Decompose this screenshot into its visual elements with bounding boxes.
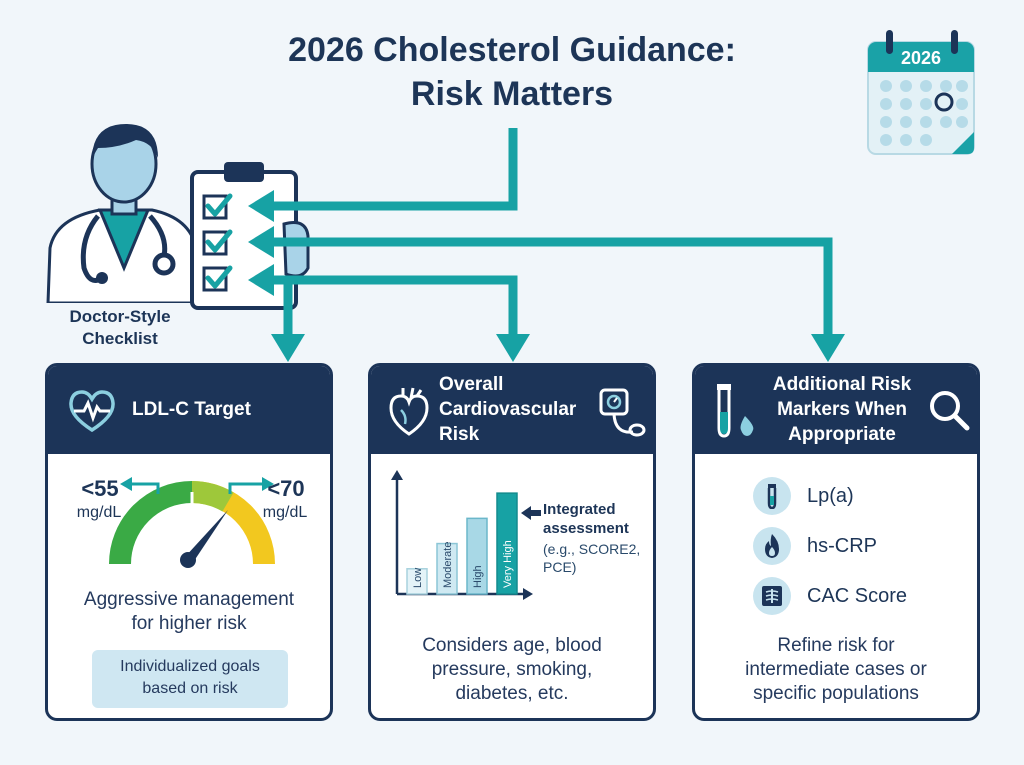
- calendar-year: 2026: [901, 48, 941, 68]
- marker-item: CAC Score: [753, 576, 907, 616]
- cv-annotation-strong: Integrated assessment: [543, 500, 653, 538]
- xray-icon: [753, 577, 791, 615]
- annotation-line-2: assessment: [543, 520, 629, 537]
- cv-title-line-2: Cardiovascular: [439, 399, 577, 420]
- arrow-title-to-checklist: [272, 128, 518, 211]
- doctor-label-line-2: Checklist: [82, 329, 158, 348]
- title-line-1: 2026 Cholesterol Guidance:: [288, 31, 736, 69]
- ldl-gauge: [109, 481, 275, 568]
- card-cv-title: Overall Cardiovascular Risk: [439, 372, 576, 447]
- arrow-to-cv-risk: [272, 275, 518, 338]
- markers-body-line-2: intermediate cases or: [745, 659, 927, 680]
- bar-moderate: [436, 542, 458, 595]
- check-icon: [205, 229, 233, 253]
- annotation-line-1: Integrated: [543, 501, 616, 518]
- card-risk-markers: Additional Risk Markers When Appropriate…: [692, 363, 980, 721]
- heart-pulse-icon: [69, 390, 115, 432]
- gauge-hub: [180, 552, 196, 568]
- cv-title-line-1: Overall: [439, 374, 504, 395]
- card-markers-header: Additional Risk Markers When Appropriate: [695, 366, 977, 454]
- markers-body-line-1: Refine risk for: [777, 635, 895, 656]
- ldl-left-unit: mg/dL: [76, 504, 122, 521]
- ldl-right-value: <70: [267, 476, 305, 501]
- ldl-left-value: <55: [81, 476, 119, 501]
- chart-x-axis-arrowhead: [523, 588, 533, 600]
- card-cv-header: Overall Cardiovascular Risk: [371, 366, 653, 454]
- chart-y-axis-arrowhead: [391, 470, 403, 480]
- ldl-body-text: Aggressive management for higher risk: [48, 588, 330, 636]
- card-markers-title: Additional Risk Markers When Appropriate: [747, 372, 937, 447]
- card-ldl-header: LDL-C Target: [48, 366, 330, 454]
- flame-icon: [753, 527, 791, 565]
- ldl-body-line-2: for higher risk: [131, 613, 247, 634]
- blood-pressure-monitor-icon: [599, 388, 646, 437]
- arrowhead-left-2: [248, 226, 274, 258]
- arrow-to-markers: [272, 237, 833, 338]
- markers-title-line-2: Markers When: [777, 399, 907, 420]
- doctor-label-line-1: Doctor-Style: [69, 307, 171, 326]
- individualized-goals-box: Individualized goals based on risk: [92, 650, 288, 708]
- magnifier-icon: [930, 391, 970, 431]
- check-icon: [205, 193, 233, 217]
- arrowhead-down-markers: [811, 334, 845, 362]
- cv-body-line-2: pressure, smoking,: [431, 659, 593, 680]
- ldl-body-line-1: Aggressive management: [83, 589, 295, 610]
- test-tube-icon: [717, 384, 754, 438]
- markers-title-line-1: Additional Risk: [772, 374, 912, 395]
- anatomical-heart-icon: [389, 387, 429, 436]
- title-line-2: Risk Matters: [410, 75, 614, 113]
- cv-title-line-3: Risk: [439, 424, 480, 445]
- arrowhead-down-cv: [496, 334, 530, 362]
- bar-label-very-high: Very High: [502, 540, 514, 588]
- marker-item: Lp(a): [753, 476, 854, 516]
- bar-label-low: Low: [412, 568, 424, 588]
- bar-high: [466, 517, 488, 595]
- cv-body-text: Considers age, blood pressure, smoking, …: [371, 634, 653, 706]
- goal-line-1: Individualized goals: [120, 658, 260, 675]
- markers-title-line-3: Appropriate: [788, 424, 896, 445]
- annotation-light-line-2: PCE): [543, 559, 577, 575]
- calendar-icon: 2026: [867, 30, 975, 155]
- cv-annotation-light: (e.g., SCORE2, PCE): [543, 540, 653, 576]
- markers-body-line-3: specific populations: [753, 683, 919, 704]
- arrow-left-icon: [120, 477, 132, 491]
- cv-body-line-3: diabetes, etc.: [455, 683, 569, 704]
- goal-line-2: based on risk: [142, 680, 238, 697]
- arrowhead-left-3: [248, 264, 274, 296]
- arrowhead-down-ldl: [271, 334, 305, 362]
- arrow-right-icon: [262, 477, 274, 491]
- marker-label: CAC Score: [807, 584, 908, 607]
- cv-body-line-1: Considers age, blood: [422, 635, 602, 656]
- ldl-right-unit: mg/dL: [262, 504, 308, 521]
- marker-label: hs-CRP: [807, 534, 878, 557]
- marker-item: hs-CRP: [753, 526, 877, 566]
- arrowhead-left-1: [248, 190, 274, 222]
- vial-icon: [753, 477, 791, 515]
- bar-low: [406, 568, 428, 595]
- markers-body-text: Refine risk for intermediate cases or sp…: [695, 634, 977, 706]
- marker-label: Lp(a): [807, 484, 854, 507]
- doctor-icon: [46, 124, 200, 303]
- bar-label-moderate: Moderate: [442, 542, 454, 588]
- bar-very-high: [496, 492, 518, 595]
- page-title: 2026 Cholesterol Guidance: Risk Matters: [212, 28, 812, 116]
- check-icon: [205, 265, 233, 289]
- annotation-arrow-icon: [521, 506, 541, 520]
- gauge-direction-arrows: [120, 477, 274, 494]
- annotation-light-line-1: (e.g., SCORE2,: [543, 541, 641, 557]
- gauge-needle: [184, 510, 228, 564]
- bar-label-high: High: [472, 565, 484, 588]
- doctor-checklist-label: Doctor-Style Checklist: [40, 306, 200, 350]
- card-ldl-target: LDL-C Target <55 mg/dL <70 mg/dL Aggress…: [45, 363, 333, 721]
- card-ldl-title: LDL-C Target: [132, 399, 251, 420]
